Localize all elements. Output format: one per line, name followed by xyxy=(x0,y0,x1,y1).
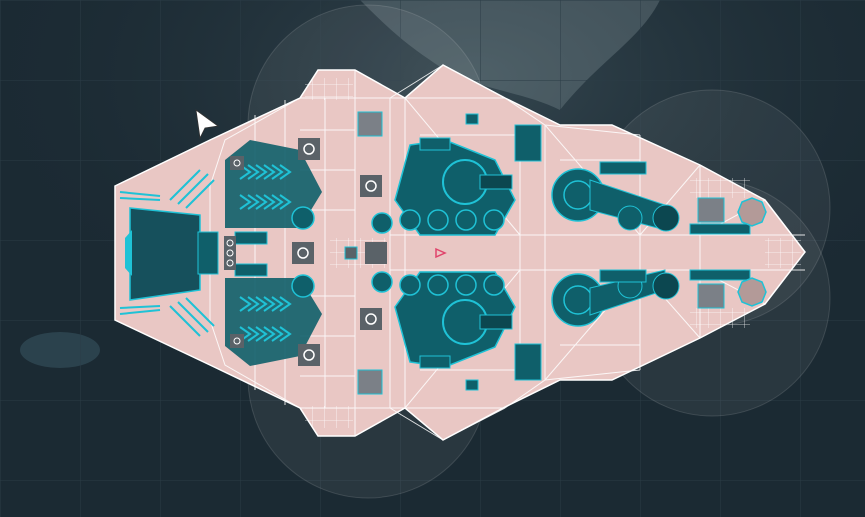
engine-fins-bottom xyxy=(119,297,215,337)
engine-coupler xyxy=(197,231,219,275)
reactor-cells-bottom xyxy=(291,271,505,298)
engine-coupler-2 xyxy=(234,231,268,245)
turret-rail-top-2 xyxy=(689,223,751,235)
pointer-arrow-icon xyxy=(195,109,220,140)
hardpoint-center xyxy=(365,242,387,264)
fan-module-top[interactable] xyxy=(225,140,322,228)
small-node-icon[interactable] xyxy=(230,334,244,348)
heading-marker-icon xyxy=(435,247,447,259)
turret-pod-bottom[interactable] xyxy=(551,269,751,327)
nose-modules[interactable] xyxy=(697,197,767,309)
reactor-barrel-bottom xyxy=(479,314,513,330)
engine-block[interactable] xyxy=(119,169,268,337)
thruster-nozzle xyxy=(125,230,132,276)
turret-node-icon[interactable] xyxy=(292,242,314,264)
cooling-stacks xyxy=(419,113,542,391)
reactor-barrel-top xyxy=(479,174,513,190)
engine-coupler-3 xyxy=(234,263,268,277)
hull-grid-nose-tip xyxy=(765,238,801,268)
turret-drum-bottom-2 xyxy=(652,272,680,300)
reactor-cells-top xyxy=(291,206,505,234)
reactor-pod-top[interactable] xyxy=(291,139,516,236)
turret-rail-bottom-2 xyxy=(689,269,751,281)
turret-drum-top-1 xyxy=(617,205,643,231)
nose-plate-bottom xyxy=(697,283,725,309)
turret-node-icon[interactable] xyxy=(360,308,382,330)
nose-octagon-bottom xyxy=(737,277,767,307)
hull-grid-nose-top xyxy=(690,178,750,198)
hardpoints[interactable] xyxy=(357,111,387,395)
fan-housing-top xyxy=(225,140,322,228)
turret-node-icon[interactable] xyxy=(298,138,320,160)
weapon-nodes[interactable] xyxy=(224,138,382,366)
main-thruster xyxy=(129,207,201,301)
center-node xyxy=(344,246,358,260)
turret-rail-bottom xyxy=(599,269,647,283)
small-node-icon[interactable] xyxy=(224,236,236,270)
hardpoint-top xyxy=(357,111,383,137)
fan-housing-bottom xyxy=(225,278,322,366)
reactor-pod-bottom[interactable] xyxy=(291,271,516,368)
nose-octagon-top xyxy=(737,197,767,227)
hardpoint-bottom xyxy=(357,369,383,395)
turret-pod-top[interactable] xyxy=(551,161,751,235)
turret-node-icon[interactable] xyxy=(298,344,320,366)
engine-fins-top xyxy=(119,169,215,209)
fan-chevrons-top xyxy=(239,164,292,210)
turret-rail-top xyxy=(599,161,647,175)
turret-node-icon[interactable] xyxy=(360,175,382,197)
hull-grid-bottom xyxy=(305,406,353,428)
hull-grid-top xyxy=(305,78,353,100)
small-node-icon[interactable] xyxy=(230,156,244,170)
hull-grid-nose-bottom xyxy=(690,308,750,328)
turret-drum-top-2 xyxy=(652,204,680,232)
nose-plate-top xyxy=(697,197,725,223)
